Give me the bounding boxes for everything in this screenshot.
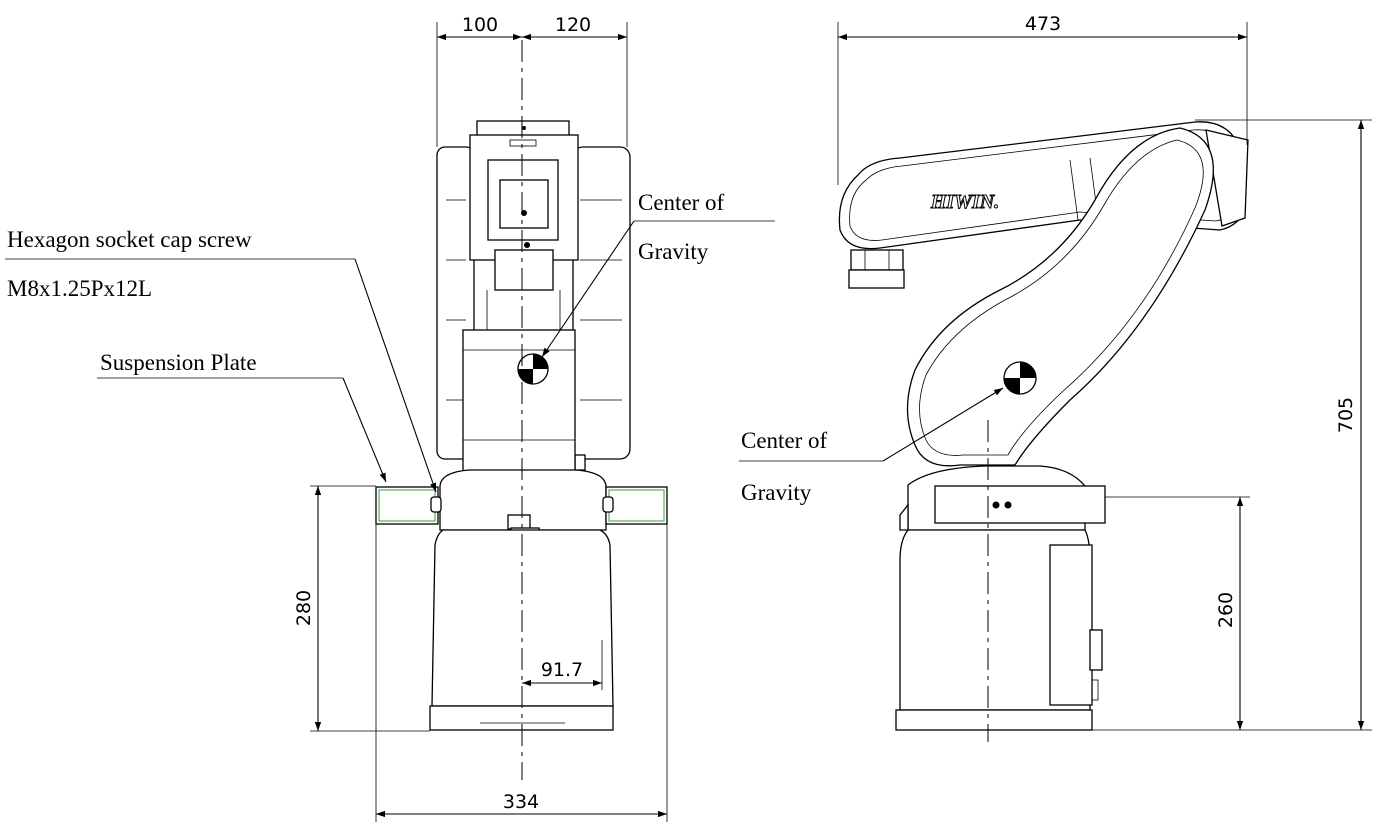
side-cog-label-line1: Center of: [741, 428, 828, 453]
side-lower-arm: [906, 127, 1214, 467]
screw-callout-spec: M8x1.25Px12L: [7, 276, 152, 301]
screw-callout-title: Hexagon socket cap screw: [7, 227, 252, 252]
front-cog-label-line1: Center of: [638, 190, 725, 215]
dim-label-91-7: 91.7: [541, 659, 583, 681]
hiwin-logo: HIWIN.: [930, 191, 999, 213]
dim-label-473: 473: [1025, 13, 1061, 35]
front-view: 100 120 280 91.7 334 Hexagon socket cap …: [5, 14, 775, 822]
front-lower-arm: [462, 329, 576, 481]
side-tool-flange: [850, 249, 904, 271]
dim-label-334: 334: [503, 791, 539, 813]
dim-label-705: 705: [1335, 397, 1357, 433]
suspension-leader-line: [342, 377, 387, 483]
right-suspension-plate: [605, 486, 668, 525]
front-right-arm-cover: [572, 146, 631, 460]
dim-label-280: 280: [293, 590, 315, 626]
dim-label-100: 100: [462, 14, 498, 36]
screw-leader-line: [354, 258, 437, 493]
dim-label-120: 120: [555, 14, 591, 36]
side-suspension-plate: [934, 485, 1106, 524]
left-suspension-plate: [375, 486, 439, 525]
side-view: HIWIN. 473: [739, 13, 1372, 742]
side-cog-leader-line: [882, 387, 1004, 462]
suspension-plate-callout: Suspension Plate: [100, 350, 257, 375]
side-cog-label-line2: Gravity: [741, 480, 812, 505]
side-cog-symbol: [1003, 361, 1037, 395]
dim-label-260: 260: [1215, 592, 1237, 628]
front-cog-label-line2: Gravity: [638, 239, 709, 264]
front-cog-leader-line: [541, 220, 635, 358]
